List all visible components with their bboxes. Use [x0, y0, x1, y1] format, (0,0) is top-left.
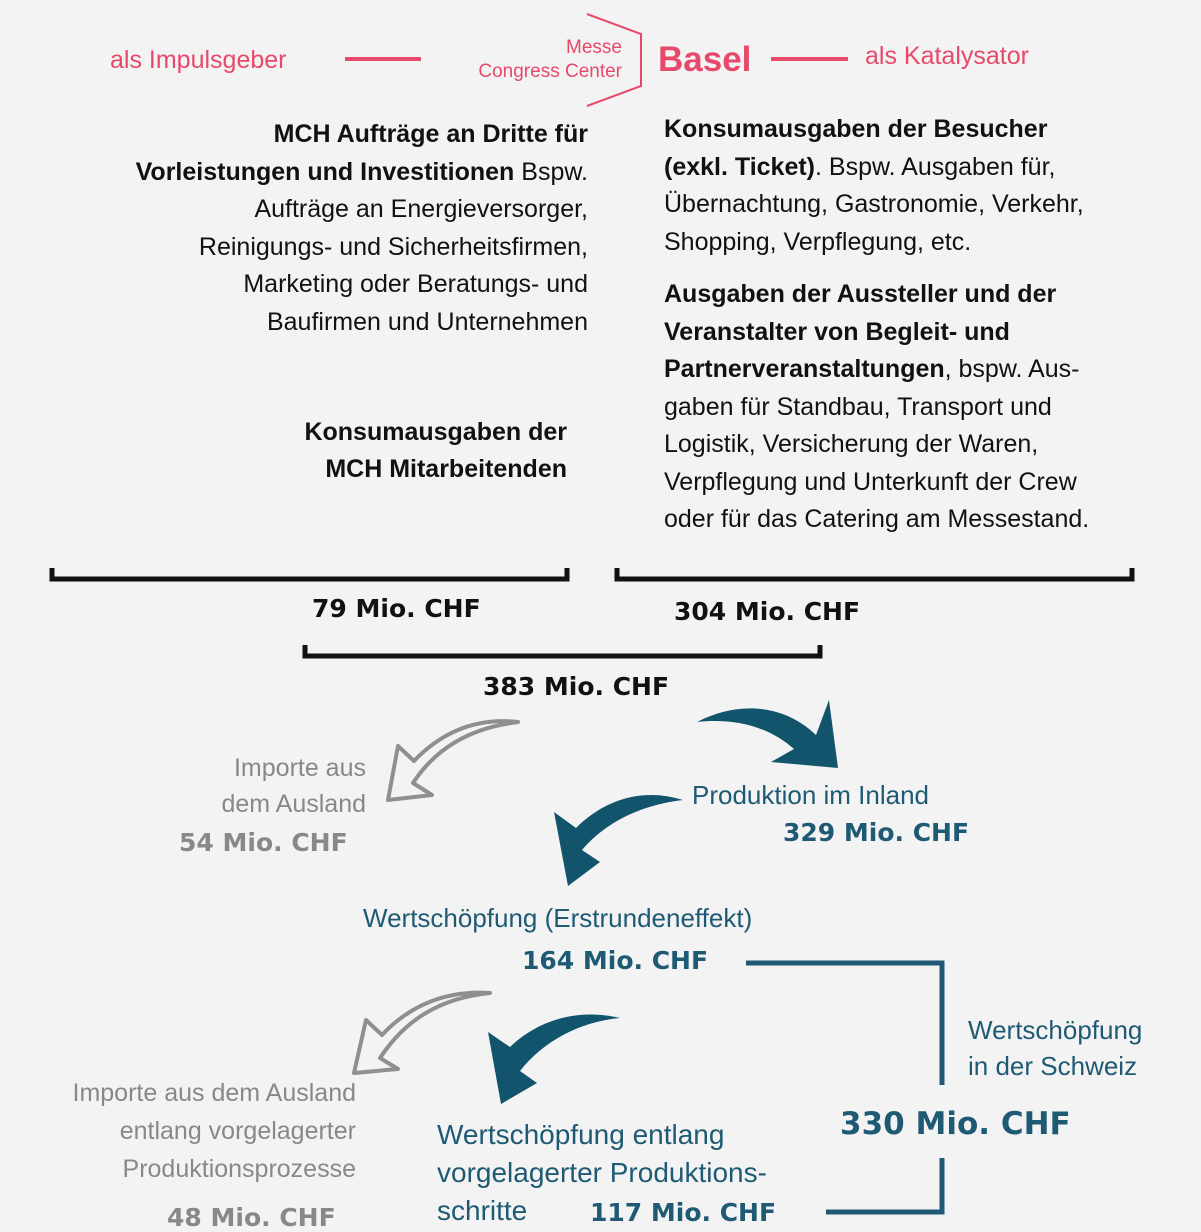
arrow-imports-icon — [386, 719, 520, 802]
amount-left: 79 Mio. CHF — [312, 594, 481, 623]
visitors-line4: Shopping, Verpflegung, etc. — [664, 227, 972, 256]
staff-line2: MCH Mitarbeitenden — [325, 455, 567, 483]
role-catalyst: als Katalysator — [865, 42, 1029, 70]
amount-upstream: 117 Mio. CHF — [590, 1198, 777, 1227]
upstream-line3: schritte — [437, 1195, 528, 1226]
swiss-label: Wertschöpfung in der Schweiz — [968, 1012, 1142, 1084]
left-block: MCH Aufträge an Dritte für Vorleistungen… — [40, 116, 588, 341]
staff-block: Konsumausgaben der MCH Mitarbeitenden — [200, 414, 567, 488]
amount-value-added: 164 Mio. CHF — [522, 946, 709, 975]
right-block-exhibitors: Ausgaben der Aussteller und der Veransta… — [664, 276, 1194, 539]
domestic-label: Produktion im Inland — [692, 780, 930, 810]
role-impulse: als Impulsgeber — [110, 46, 287, 74]
bracket-total — [302, 645, 823, 659]
amount-imports-upstream: 48 Mio. CHF — [167, 1203, 336, 1232]
logo-messe: Messe Congress Center — [432, 36, 622, 84]
bracket-left — [49, 568, 570, 582]
logo-line-messe: Messe — [566, 37, 622, 58]
exhibitors-line3: Partnerveranstaltungen, bspw. Aus- — [664, 355, 1080, 383]
upstream-label: Wertschöpfung entlang vorgelagerter Prod… — [437, 1116, 767, 1230]
exhibitors-line5: Logistik, Versicherung der Waren, — [664, 430, 1039, 458]
exhibitors-line7: oder für das Catering am Messestand. — [664, 505, 1090, 533]
imports-upstream-label: Importe aus dem Ausland entlang vorgelag… — [0, 1074, 357, 1188]
imports-upstream-line3: Produktionsprozesse — [122, 1155, 356, 1183]
left-block-line5: Marketing oder Beratungs- und — [243, 270, 588, 298]
amount-imports: 54 Mio. CHF — [179, 828, 348, 857]
left-block-line2: Vorleistungen und Investitionen Bspw. — [135, 157, 588, 186]
upstream-line2: vorgelagerter Produktions- — [437, 1157, 767, 1188]
arrow-domestic-icon — [697, 700, 838, 768]
arrow-imports-upstream-icon — [352, 990, 492, 1075]
arrow-upstream-icon — [488, 1014, 620, 1104]
value-added-label: Wertschöpfung (Erstrundeneffekt) — [363, 903, 753, 933]
connector-lower — [826, 1158, 945, 1215]
left-block-line6: Baufirmen und Unternehmen — [266, 307, 588, 336]
logo-bracket — [586, 13, 642, 107]
exhibitors-line2: Veranstalter von Begleit- und — [664, 317, 1010, 346]
bracket-right — [614, 568, 1135, 582]
amount-domestic: 329 Mio. CHF — [783, 818, 970, 847]
visitors-line1: Konsumausgaben der Besucher — [664, 115, 1048, 143]
connector-upper — [746, 960, 945, 1085]
imports-line2: dem Ausland — [221, 790, 366, 818]
imports-upstream-line1: Importe aus dem Ausland — [72, 1079, 357, 1107]
imports-line1: Importe aus — [233, 754, 366, 782]
arrow-value-added-icon — [554, 794, 683, 886]
amount-swiss-total: 330 Mio. CHF — [840, 1106, 1071, 1142]
exhibitors-line1: Ausgaben der Aussteller und der — [664, 280, 1057, 308]
logo-line-congress: Congress Center — [478, 61, 622, 82]
left-block-line3: Aufträge an Energieversorger, — [254, 195, 588, 223]
upstream-line1: Wertschöpfung entlang — [437, 1119, 725, 1150]
amount-total: 383 Mio. CHF — [483, 672, 670, 701]
imports-upstream-line2: entlang vorgelagerter — [119, 1117, 356, 1145]
swiss-line1: Wertschöpfung — [968, 1015, 1143, 1045]
exhibitors-line4: gaben für Standbau, Transport und — [664, 392, 1052, 421]
visitors-line2: (exkl. Ticket). Bspw. Ausgaben für, — [664, 152, 1056, 181]
left-block-lead: MCH Aufträge an Dritte für — [273, 120, 588, 148]
logo-basel: Basel — [658, 40, 752, 79]
exhibitors-line6: Verpflegung und Unterkunft der Crew — [664, 467, 1077, 496]
imports-label: Importe aus dem Ausland — [160, 750, 366, 822]
left-block-line4: Reinigungs- und Sicherheitsfirmen, — [198, 232, 588, 261]
staff-line1: Konsumausgaben der — [304, 418, 567, 446]
swiss-line2: in der Schweiz — [968, 1051, 1138, 1081]
amount-right: 304 Mio. CHF — [674, 597, 861, 626]
visitors-line3: Übernachtung, Gastronomie, Verkehr, — [664, 190, 1084, 218]
right-block-visitors: Konsumausgaben der Besucher (exkl. Ticke… — [664, 111, 1194, 261]
